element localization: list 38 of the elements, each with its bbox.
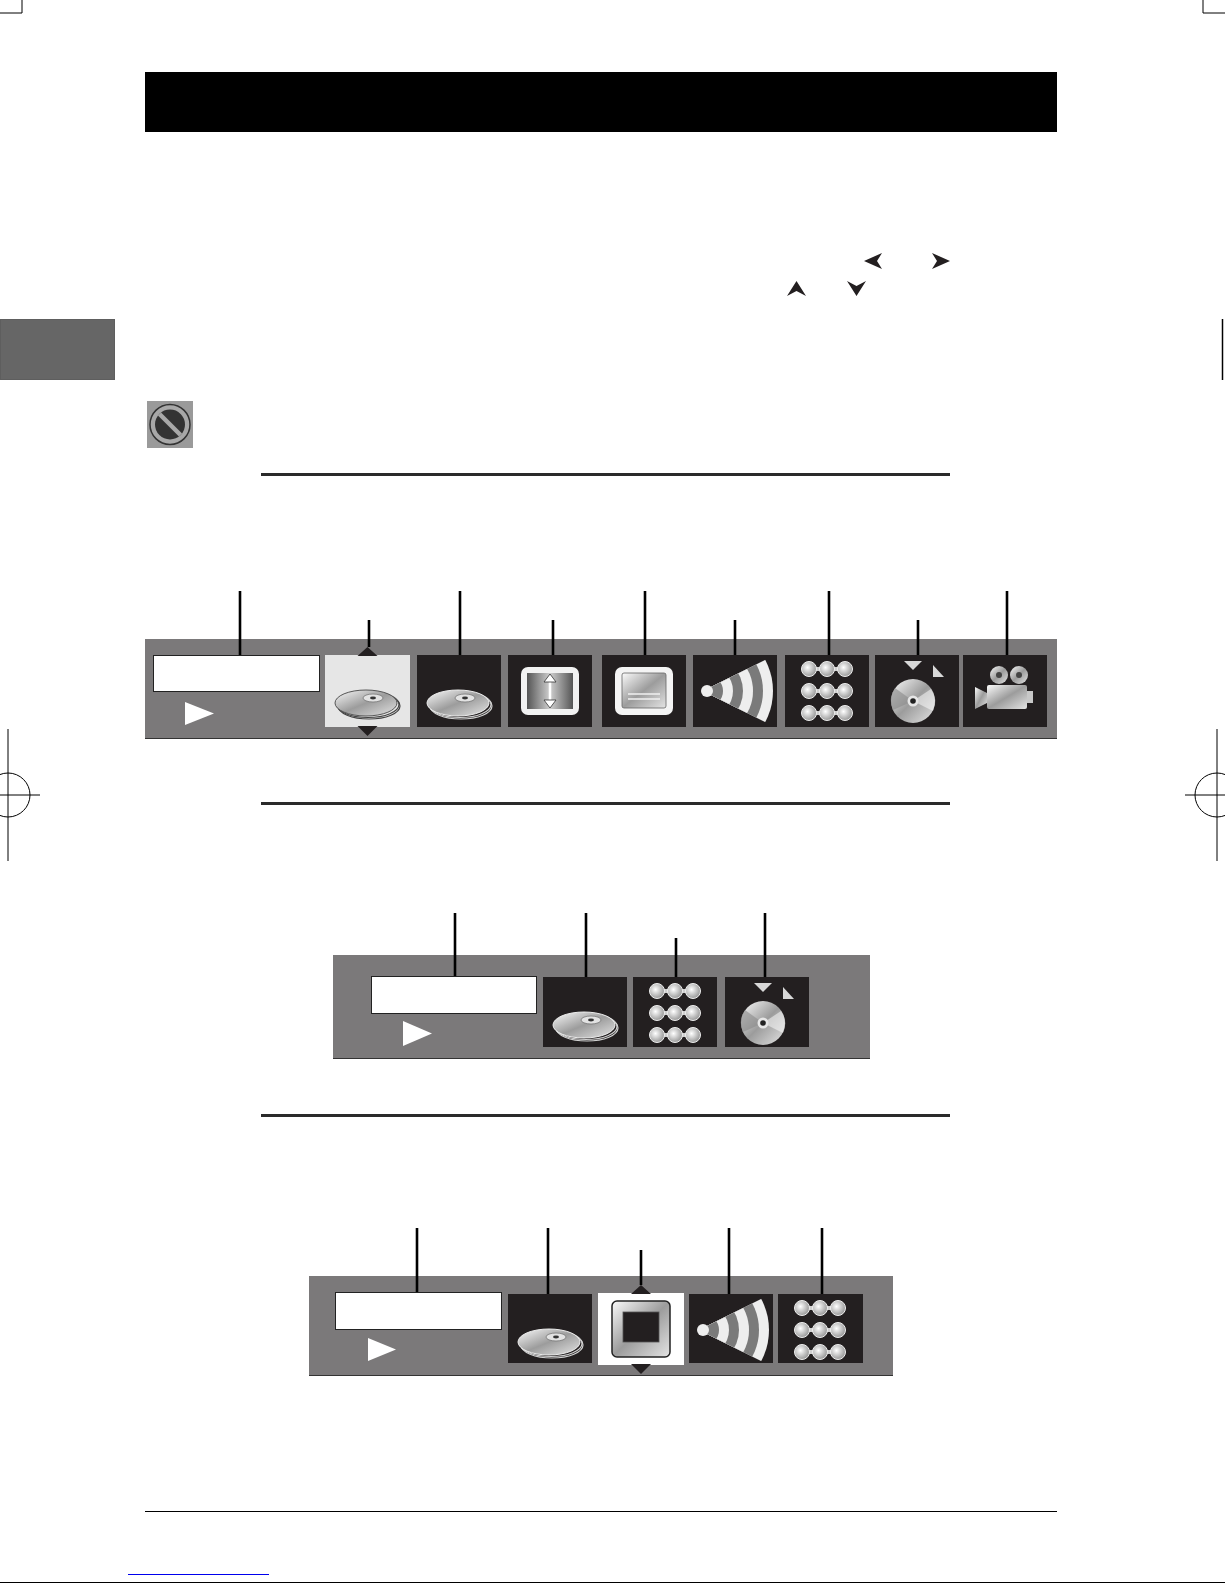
leader-line [727, 1228, 731, 1294]
screen-icon [602, 655, 686, 727]
dot-grid-icon [785, 655, 869, 727]
leader-line [551, 620, 555, 655]
menu-bar [145, 639, 1057, 739]
disc-arrows-icon [875, 655, 959, 727]
display-field [153, 655, 320, 692]
disc-arrows-icon [725, 977, 809, 1047]
leader-line [458, 591, 462, 655]
leader-line [546, 1228, 550, 1294]
leader-line [733, 620, 737, 655]
leader-line [820, 1228, 824, 1294]
menu-bar [309, 1276, 893, 1376]
screen-icon [598, 1285, 684, 1374]
header-band [145, 72, 1057, 132]
leader-line [916, 620, 920, 655]
menu-bar [333, 955, 870, 1059]
leader-line [367, 620, 371, 647]
display-field [335, 1292, 502, 1330]
disc-icon [325, 647, 410, 736]
leader-line [763, 913, 767, 977]
leader-line [453, 913, 457, 976]
leader-line [415, 1228, 419, 1292]
dot-grid-icon [778, 1294, 863, 1363]
leader-line [584, 913, 588, 977]
leader-line [827, 591, 831, 655]
dot-grid-icon [633, 977, 717, 1047]
movie-camera-icon [963, 655, 1047, 727]
section-tab [0, 319, 115, 380]
leader-line [643, 591, 647, 655]
leader-line [238, 591, 242, 655]
leader-line [639, 1250, 643, 1285]
leader-line [674, 938, 678, 977]
leader-line [1005, 591, 1009, 655]
signal-icon [689, 1294, 773, 1363]
display-field [371, 976, 537, 1014]
signal-icon [693, 655, 777, 727]
vertical-arrows-icon [508, 655, 592, 727]
